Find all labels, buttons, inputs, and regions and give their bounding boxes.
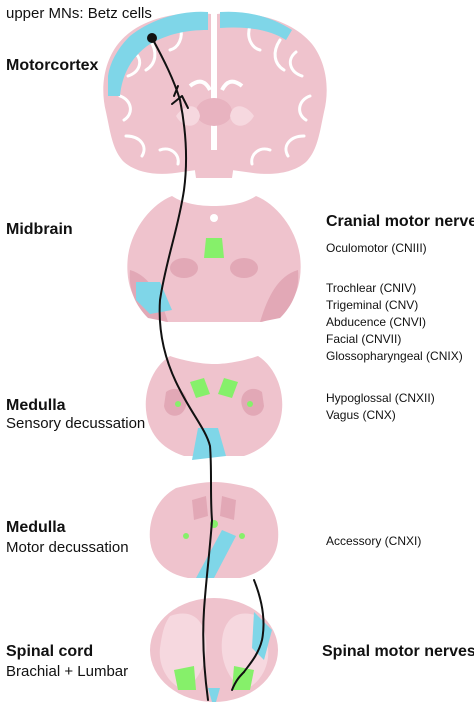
- region-sublabel-brachial-lumbar: Brachial + Lumbar: [6, 663, 129, 680]
- corticospinal-axon: [151, 37, 265, 701]
- spinal-motor-horn-right: [232, 666, 254, 690]
- nerve-oculomotor: Oculomotor (CNIII): [326, 241, 427, 255]
- nerve-vagus: Vagus (CNX): [326, 408, 396, 422]
- nerve-abducence: Abducence (CNVI): [326, 315, 427, 329]
- nerve-accessory: Accessory (CNXI): [326, 534, 422, 548]
- region-label-medulla-sensory: Medulla: [6, 397, 66, 414]
- nerve-hypoglossal: Hypoglossal (CNXII): [326, 391, 435, 405]
- lateral-ventricles: [188, 79, 244, 91]
- region-label-motorcortex: Motorcortex: [6, 57, 99, 74]
- region-sublabel-sensory-decussation: Sensory decussation: [6, 415, 146, 432]
- oculomotor-nucleus: [204, 238, 224, 258]
- medulla-motor-section: [149, 482, 279, 578]
- nerve-facial: Facial (CNVII): [326, 332, 402, 346]
- nerve-trochlear: Trochlear (CNIV): [326, 281, 417, 295]
- betz-cell-body: [147, 33, 157, 43]
- region-label-spinal-cord: Spinal cord: [6, 643, 94, 660]
- medulla-sensory-section: [145, 356, 283, 460]
- nerve-glossopharyngeal: Glossopharyngeal (CNIX): [326, 349, 463, 363]
- coronal-brain-section: [103, 11, 327, 178]
- medulla-motor-tract: [196, 530, 236, 578]
- region-sublabel-motor-decussation: Motor decussation: [6, 539, 129, 556]
- right-hemisphere: [217, 13, 327, 174]
- midbrain-tract-highlight: [136, 282, 172, 314]
- brainstem-upper: [192, 150, 236, 178]
- nerve-trigeminal: Trigeminal (CNV): [326, 298, 419, 312]
- spinal-motor-horn-left: [174, 666, 196, 690]
- spinal-nerves-heading: Spinal motor nerves: [322, 643, 474, 660]
- region-label-medulla-motor: Medulla: [6, 519, 66, 536]
- midbrain-section: [127, 196, 301, 322]
- region-label-midbrain: Midbrain: [6, 221, 73, 238]
- cranial-nerves-heading: Cranial motor nerves: [326, 213, 474, 230]
- spinal-cord-section: [150, 598, 278, 702]
- figure-title: upper MNs: Betz cells: [6, 5, 152, 22]
- motor-cortex-highlight: [108, 11, 208, 96]
